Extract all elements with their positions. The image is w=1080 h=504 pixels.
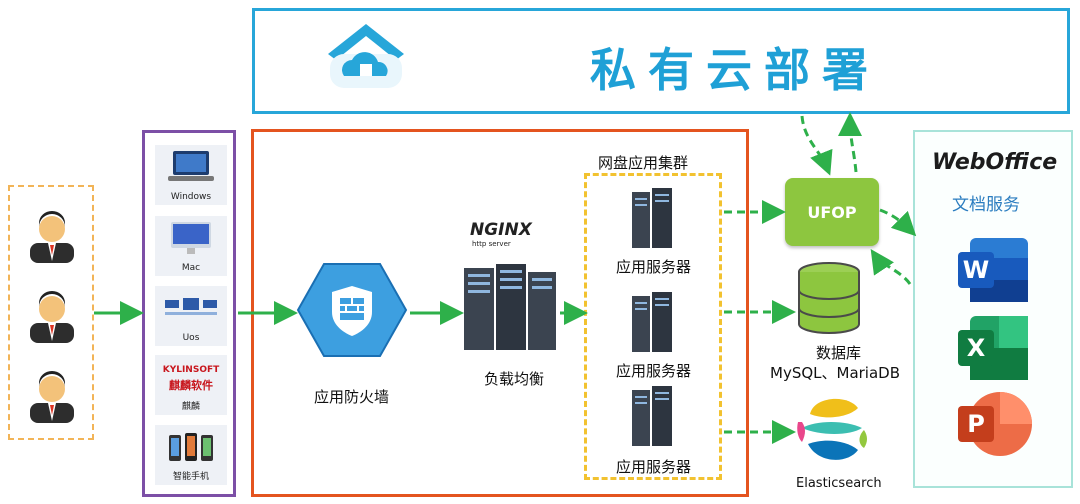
powerpoint-letter: P: [967, 410, 985, 438]
arrow-ufop-header: [838, 112, 863, 173]
app-server-icon: [632, 188, 672, 248]
app-server-label: 应用服务器: [616, 362, 692, 380]
client-phone: 智能手机: [155, 425, 227, 485]
app-server-icon: [632, 386, 672, 446]
page-title: 私有云部署: [590, 43, 880, 97]
client-mac: Mac: [155, 216, 227, 276]
imac-icon: [171, 222, 211, 254]
client-windows: Windows: [155, 145, 227, 205]
word-icon: W: [956, 236, 1032, 304]
weboffice-brand: WebOffice: [932, 150, 1058, 175]
user-icon: [30, 211, 74, 263]
powerpoint-icon: P: [956, 390, 1032, 458]
weboffice-subtitle: 文档服务: [952, 195, 1020, 215]
database-engines: MySQL、MariaDB: [770, 364, 901, 382]
users-group: [8, 185, 94, 440]
elasticsearch-label: Elasticsearch: [796, 476, 882, 491]
nginx-logo-sub: http server: [472, 240, 511, 248]
elasticsearch-logo-icon: [797, 398, 867, 460]
client-kylin: KYLINSOFT 麒麟软件 麒麟: [155, 355, 227, 415]
app-server-label: 应用服务器: [616, 458, 692, 476]
user-icon: [30, 371, 74, 423]
cloud-logo-icon: [328, 24, 404, 88]
user-icon: [30, 291, 74, 343]
laptop-icon: [168, 151, 214, 181]
arrow-header-ufop: [800, 115, 833, 176]
kylin-brand-sub: 麒麟软件: [169, 379, 213, 392]
firewall-icon: [296, 263, 408, 357]
load-balancer-label: 负载均衡: [484, 370, 545, 388]
excel-icon: X: [956, 314, 1032, 382]
server-rack-icon: [464, 264, 556, 350]
client-devices-group: Windows Mac Uos KYLINSOFT 麒麟软件 麒麟 智能手机: [142, 130, 236, 497]
app-cluster-group: [584, 173, 722, 480]
nginx-logo: NGINX: [470, 220, 532, 240]
ufop-service: UFOP: [785, 178, 879, 246]
arrow-ufop-weboffice: [879, 208, 917, 237]
kylin-brand: KYLINSOFT: [162, 365, 220, 375]
app-server-label: 应用服务器: [616, 258, 692, 276]
word-letter: W: [962, 256, 990, 284]
arrow-weboffice-ufop: [870, 249, 912, 285]
database-label: 数据库: [816, 344, 862, 362]
client-uos: Uos: [155, 286, 227, 346]
database-icon: [798, 262, 860, 334]
uos-logo-icon: [165, 298, 217, 315]
excel-letter: X: [966, 334, 986, 362]
cluster-title: 网盘应用集群: [598, 154, 689, 172]
app-server-icon: [632, 292, 672, 352]
firewall-label: 应用防火墙: [314, 388, 390, 406]
smartphones-icon: [169, 433, 213, 461]
